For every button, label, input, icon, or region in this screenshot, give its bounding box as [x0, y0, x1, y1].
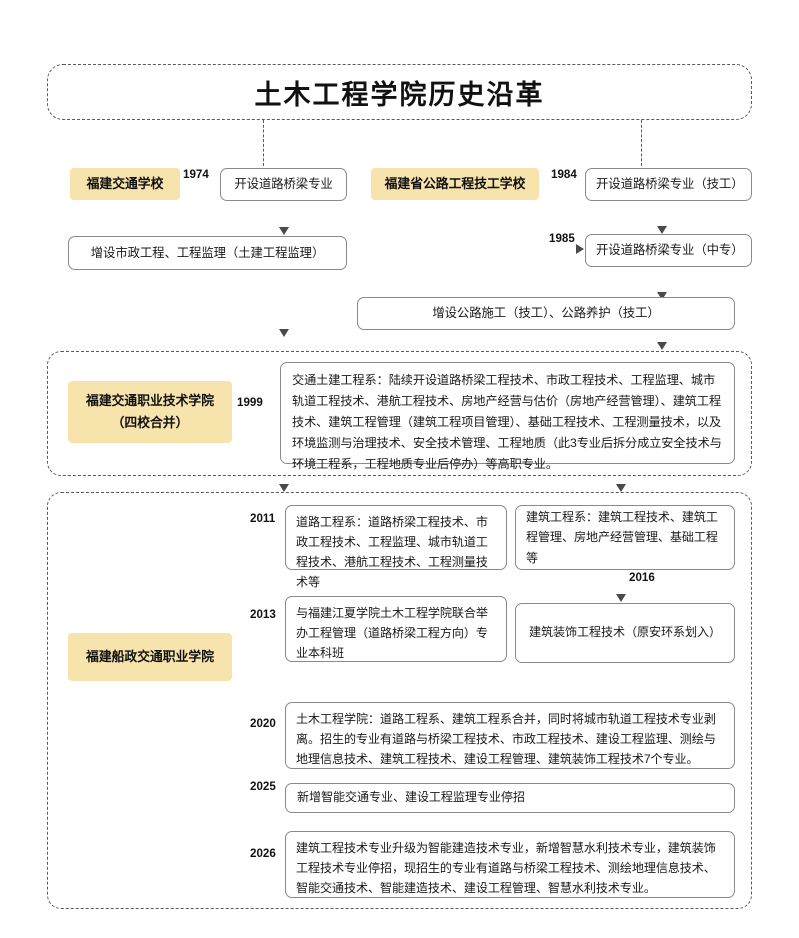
- right-1984-to-1985-arrow: [656, 226, 667, 234]
- node-paragraph: 建筑工程系：建筑工程技术、建筑工程管理、房地产经营管理、基础工程等: [526, 510, 718, 565]
- node-label: 建筑装饰工程技术（原安环系划入）: [529, 625, 721, 640]
- node-label: 开设道路桥梁专业（中专）: [596, 243, 744, 258]
- branch-line-2026: [0, 593, 36, 594]
- tag-label: 福建省公路工程技工学校: [384, 176, 526, 192]
- left-to-1999-line: [0, 31, 1, 91]
- right-branch-1985-line: [0, 160, 27, 161]
- node-2020-civil-engineering-college: 土木工程学院：道路工程系、建筑工程系合并，同时将城市轨道工程技术专业剥离。招生的…: [285, 702, 735, 769]
- node-label: 增设市政工程、工程监理（土建工程监理）: [90, 245, 325, 260]
- line-1999-to-bottom-right: [0, 242, 1, 252]
- right-to-1999-arrow: [656, 342, 667, 350]
- diagram-title-box: 土木工程学院历史沿革: [47, 64, 752, 120]
- year-2013: 2013: [250, 608, 276, 621]
- tag-label: 福建船政交通职业学院: [86, 649, 214, 665]
- arrow-1999-to-bottom-left: [278, 484, 289, 492]
- year-2020: 2020: [250, 717, 276, 730]
- year-2026: 2026: [250, 847, 276, 860]
- node-decoration-engineering: 建筑装饰工程技术（原安环系划入）: [515, 603, 735, 663]
- node-1999-departments: 交通土建工程系：陆续开设道路桥梁工程技术、市政工程技术、工程监理、城市轨道工程技…: [280, 362, 735, 471]
- node-label: 开设道路桥梁专业: [234, 177, 333, 192]
- node-right-added-majors: 增设公路施工（技工）、公路养护（技工）: [357, 297, 735, 330]
- right-to-1999-line: [0, 215, 1, 229]
- left-branch-arrow: [278, 227, 289, 235]
- node-2025-new-major: 新增智能交通专业、建设工程监理专业停招: [285, 783, 735, 813]
- group-bottom: [47, 492, 752, 909]
- right-1984-to-1985-line: [0, 161, 1, 188]
- left-branch-down-line: [0, 3, 1, 31]
- node-2026-major-upgrade: 建筑工程技术专业升级为智能建造技术专业，新增智慧水利技术专业，建筑装饰工程技术专…: [285, 831, 735, 898]
- year-2025: 2025: [250, 780, 276, 793]
- year-2011: 2011: [250, 512, 276, 525]
- bottom-trunk-line: [0, 253, 1, 587]
- tag-fujian-transport-school: 福建交通学校: [70, 168, 180, 200]
- node-paragraph: 建筑工程技术专业升级为智能建造技术专业，新增智慧水利技术专业，建筑装饰工程技术专…: [296, 841, 716, 896]
- right-1985-to-added-arrow: [656, 292, 667, 300]
- left-branch-link-line-2: [0, 1, 12, 2]
- year-1984: 1984: [551, 168, 577, 181]
- tag-fujian-vocational-tech-college: 福建交通职业技术学院 （四校合并）: [68, 381, 232, 443]
- tag-fujian-chuanzheng-college: 福建船政交通职业学院: [68, 633, 232, 681]
- node-paragraph: 交通土建工程系：陆续开设道路桥梁工程技术、市政工程技术、工程监理、城市轨道工程技…: [292, 373, 722, 471]
- node-left-1974-major: 开设道路桥梁专业: [220, 168, 347, 201]
- left-to-1999-arrow: [278, 329, 289, 337]
- year-2016: 2016: [629, 571, 655, 584]
- node-paragraph: 土木工程学院：道路工程系、建筑工程系合并，同时将城市轨道工程技术专业剥离。招生的…: [296, 712, 716, 767]
- node-label: 新增智能交通专业、建设工程监理专业停招: [297, 790, 525, 805]
- arrow-1999-to-bottom-right: [615, 484, 626, 492]
- line-2016: [0, 594, 1, 621]
- line-1999-right: [0, 230, 24, 231]
- node-paragraph: 与福建江夏学院土木工程学院联合举办工程管理（道路桥梁工程方向）专业本科班: [296, 606, 488, 661]
- node-left-added-majors: 增设市政工程、工程监理（土建工程监理）: [68, 236, 347, 270]
- right-branch-stem: [0, 91, 12, 92]
- node-2011-road-department: 道路工程系：道路桥梁工程技术、市政工程技术、工程监理、城市轨道工程技术、港航工程…: [285, 505, 507, 589]
- node-label: 增设公路施工（技工）、公路养护（技工）: [432, 306, 660, 321]
- bottom-trunk-stem: [0, 252, 18, 253]
- group-1999: [47, 351, 752, 476]
- node-right-1985-major: 开设道路桥梁专业（中专）: [585, 234, 752, 267]
- line-1999-to-bottom-left: [0, 232, 1, 242]
- tag-label-line2: （四校合并）: [111, 415, 189, 430]
- right-1985-to-added-line: [0, 188, 1, 215]
- title-to-left-branch-connector: [263, 120, 264, 166]
- node-label: 开设道路桥梁专业（技工）: [596, 177, 744, 192]
- right-branch-trunk: [0, 92, 1, 158]
- year-1974: 1974: [183, 168, 209, 181]
- tag-label-line1: 福建交通职业技术学院: [86, 393, 214, 409]
- year-1999: 1999: [237, 396, 263, 409]
- node-architecture-department: 建筑工程系：建筑工程技术、建筑工程管理、房地产经营管理、基础工程等: [515, 505, 735, 570]
- tag-label: 福建交通学校: [86, 176, 164, 192]
- node-paragraph: 道路工程系：道路桥梁工程技术、市政工程技术、工程监理、城市轨道工程技术、港航工程…: [296, 515, 488, 590]
- year-1985: 1985: [549, 232, 575, 245]
- node-right-1984-major: 开设道路桥梁专业（技工）: [585, 168, 752, 201]
- page-title: 土木工程学院历史沿革: [254, 79, 545, 110]
- title-to-right-branch-connector: [641, 120, 642, 166]
- arrow-2016: [615, 594, 626, 602]
- node-2013-joint-program: 与福建江夏学院土木工程学院联合举办工程管理（道路桥梁工程方向）专业本科班: [285, 596, 507, 662]
- tag-fujian-highway-technical-school: 福建省公路工程技工学校: [371, 168, 539, 200]
- right-branch-1985-arrow: [576, 244, 584, 254]
